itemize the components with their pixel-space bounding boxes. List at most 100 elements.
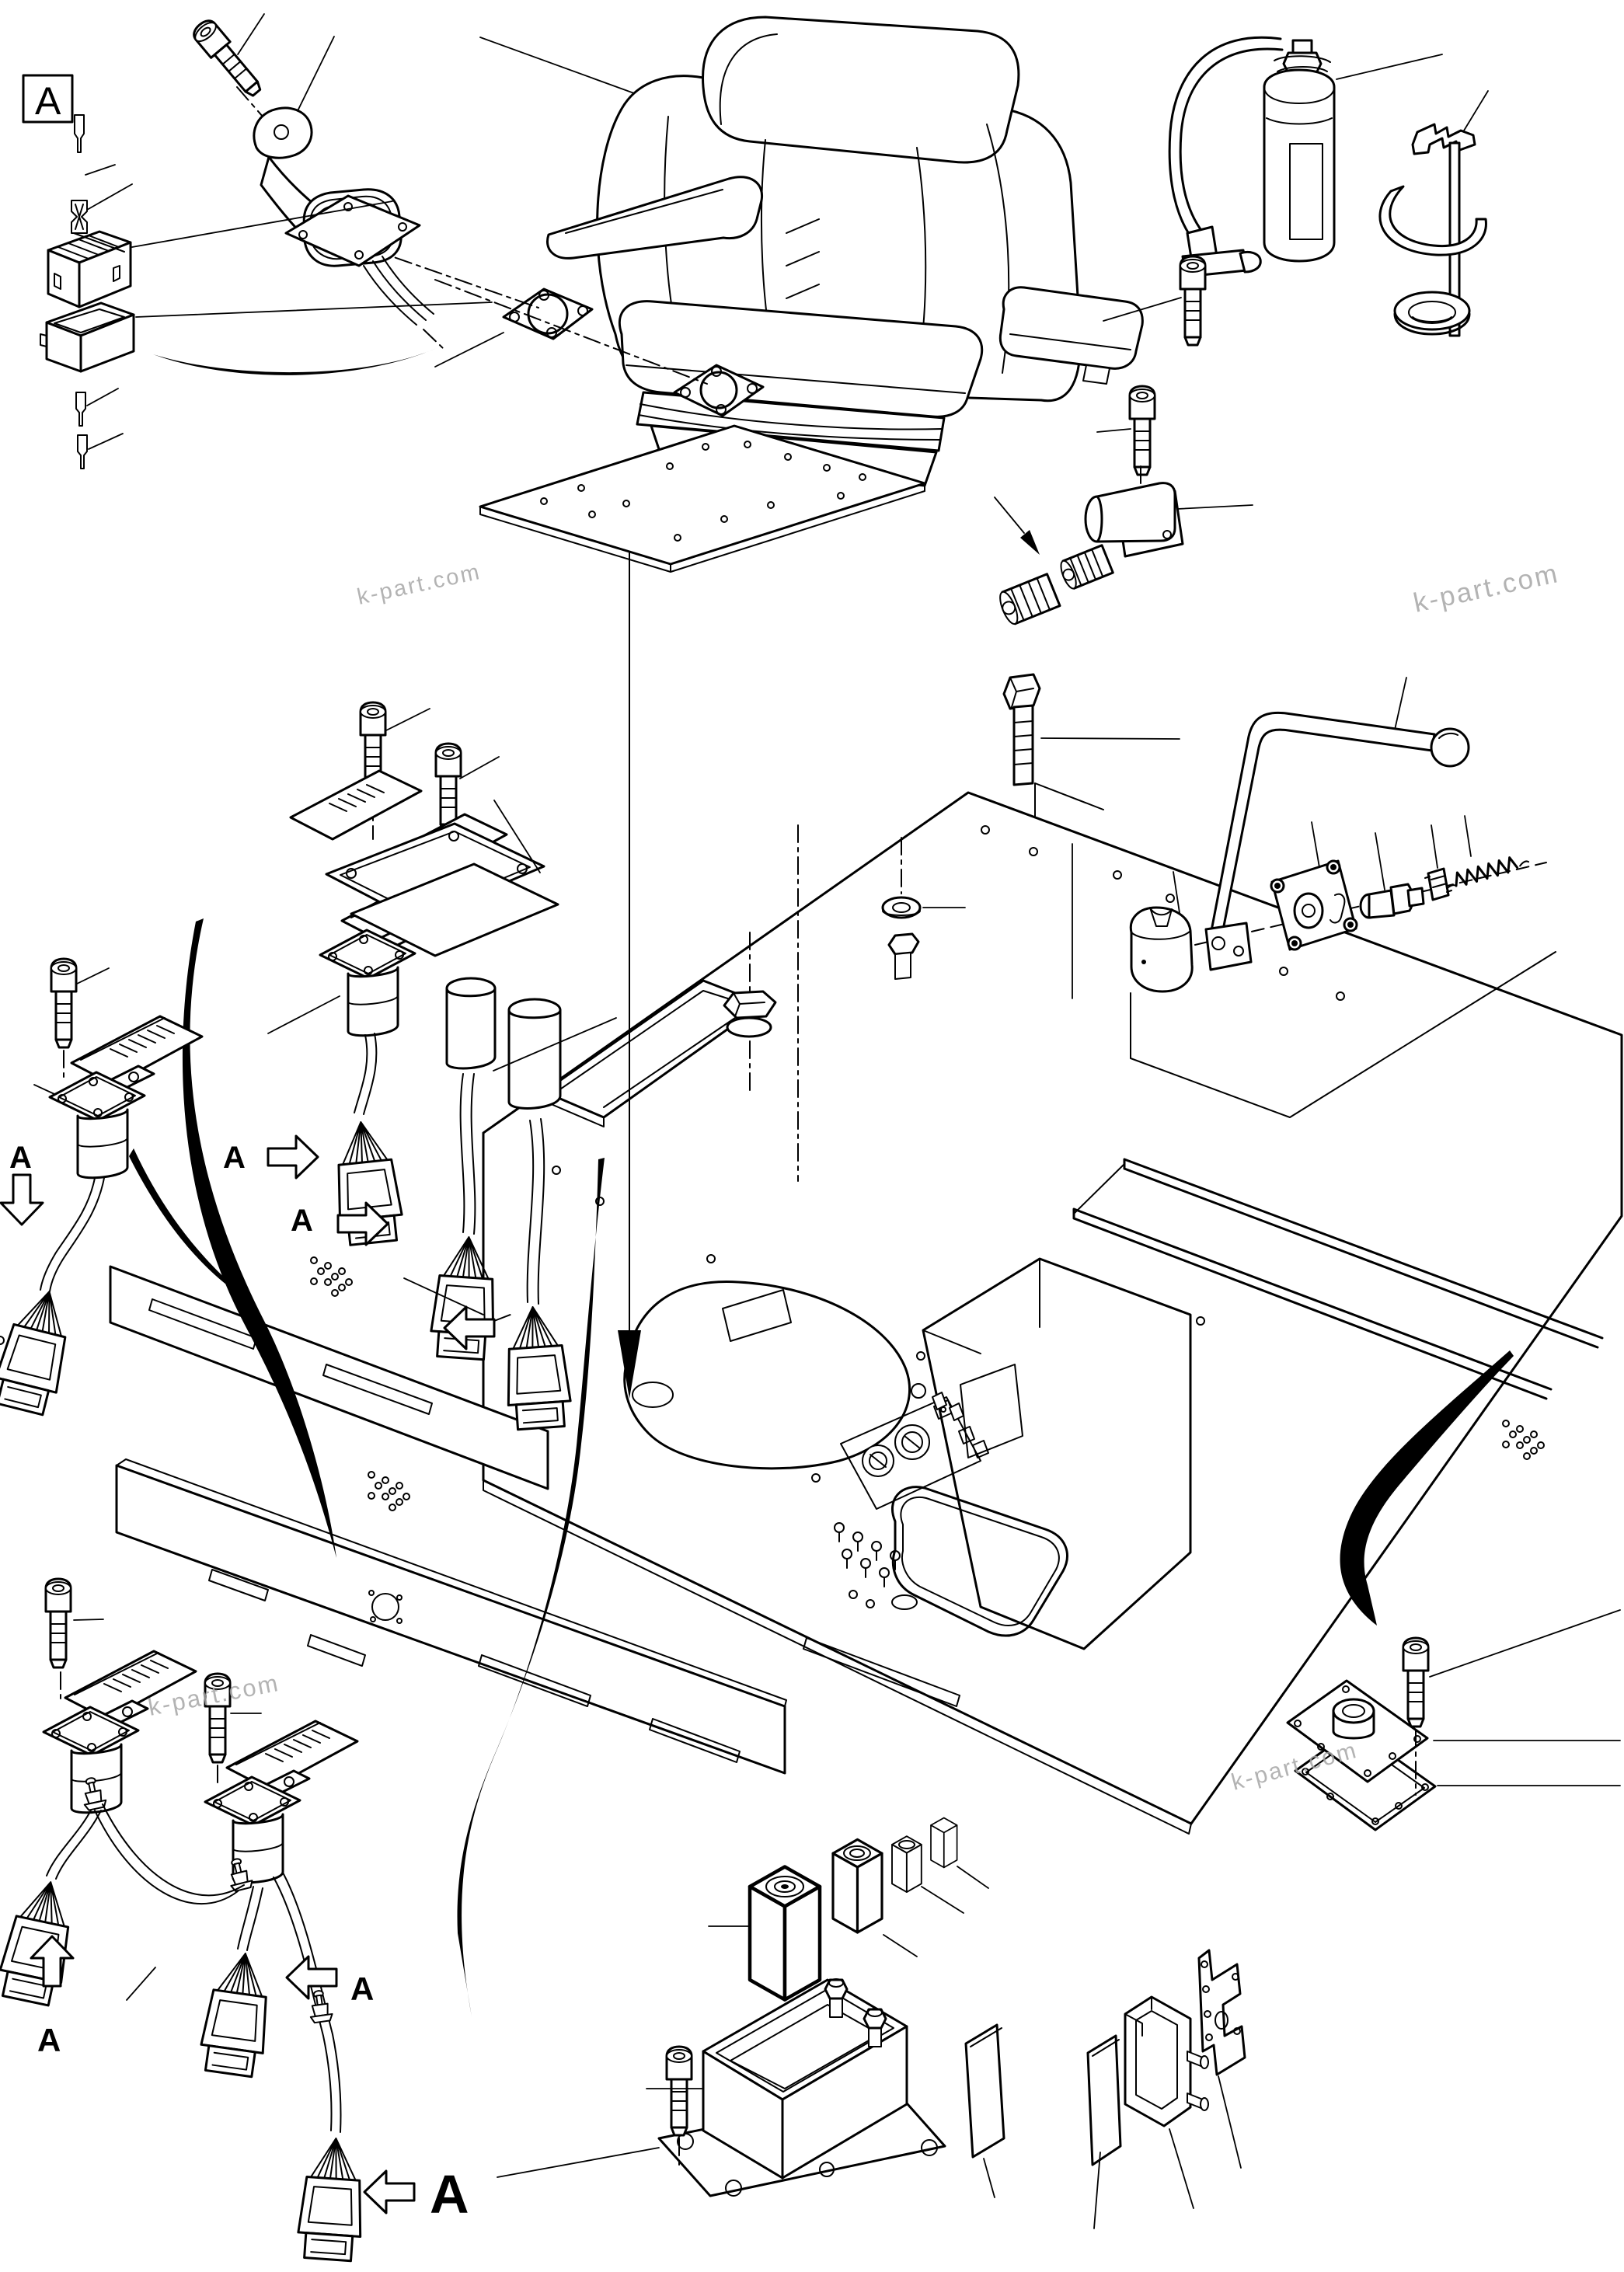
joystick-assembly xyxy=(189,13,444,349)
marker-label: A xyxy=(37,2022,61,2058)
lever-assembly xyxy=(1129,677,1556,1118)
grease-fitting xyxy=(306,1988,334,2024)
ribbed-coupler xyxy=(1060,544,1114,590)
control-console xyxy=(834,1257,1192,1650)
marker-label: A xyxy=(9,1141,32,1175)
bracket-strap xyxy=(1378,185,1487,256)
leader-lines xyxy=(403,843,1073,1315)
watermark: k-part.com xyxy=(1411,558,1562,619)
detail-marker-mid-lower: A xyxy=(291,1201,389,1246)
perforation-cluster xyxy=(368,1471,410,1511)
view-label: A xyxy=(22,74,74,124)
spring xyxy=(1446,856,1530,890)
flow-arrows xyxy=(129,348,1514,2016)
ribbed-coupler xyxy=(999,573,1061,625)
connector-shell xyxy=(40,301,135,373)
box-plug xyxy=(863,2008,887,2047)
seat-armrest-left xyxy=(546,176,764,260)
plate-fasteners xyxy=(723,837,966,1095)
marker-label: A xyxy=(430,2164,469,2225)
view-label-text: A xyxy=(35,79,61,123)
alignment-line xyxy=(364,246,539,308)
down-arrow-icon xyxy=(0,1173,44,1226)
seat-mount-opening xyxy=(623,1254,925,1483)
perforation-cluster xyxy=(310,1256,353,1297)
clamp-and-fittings xyxy=(994,255,1253,786)
holder-pin xyxy=(1187,2093,1209,2111)
contact-pin xyxy=(77,434,88,469)
marker-label: A xyxy=(350,1971,374,2007)
seat-armrest-right xyxy=(998,286,1144,370)
pedal-unit-dual xyxy=(289,701,617,1431)
junction-box xyxy=(657,1978,946,2197)
hex-bolt xyxy=(1002,673,1180,786)
harness-connector xyxy=(295,2134,368,2263)
console-keypad xyxy=(834,1522,918,1610)
bracket-base xyxy=(1393,291,1471,336)
cover-plate-group xyxy=(1286,1609,1621,1831)
shim-plate xyxy=(964,2023,1005,2198)
mount-plate xyxy=(1197,1949,1246,2169)
console-switch-panel xyxy=(840,1396,989,1510)
harness-connector xyxy=(0,1874,82,2009)
left-arrow-icon xyxy=(363,2169,416,2215)
bracket-set-bottom-right xyxy=(1086,1949,1246,2229)
install-arrow xyxy=(618,508,641,1399)
pedal-valve-cylinder xyxy=(507,998,562,1110)
socket-bolt xyxy=(1128,385,1156,476)
cover-plate xyxy=(1286,1679,1429,1783)
extinguisher-cylinder xyxy=(1263,68,1336,263)
kick-panel xyxy=(115,1458,787,1775)
joystick-base-plate xyxy=(284,194,421,267)
seat-joystick-tower-right xyxy=(673,364,765,417)
retainer-clip xyxy=(1424,867,1452,901)
lever-ball xyxy=(1430,727,1470,768)
view-label-box xyxy=(22,74,74,124)
contact-pin xyxy=(75,392,86,427)
socket-bolt xyxy=(1402,1636,1430,1728)
detail-marker-mid-upper: A xyxy=(223,1134,319,1180)
lever-pivot-fitting xyxy=(1359,883,1425,919)
watermark: k-part.com xyxy=(355,559,483,610)
socket-bolt xyxy=(1179,255,1207,347)
joystick-wires xyxy=(363,256,444,349)
lever-grip xyxy=(1129,906,1194,993)
contact-pin xyxy=(74,114,85,153)
pedal-bolt xyxy=(50,957,78,1049)
harness-connector xyxy=(197,1947,277,2079)
marker-label: A xyxy=(291,1204,313,1238)
rubber-pad xyxy=(1086,2034,1122,2229)
lever-clevis xyxy=(1204,922,1253,971)
seat-mount-plate xyxy=(479,424,926,573)
operator-seat xyxy=(434,16,1144,487)
lever-mount-plate xyxy=(1270,859,1358,951)
right-arrow-icon xyxy=(267,1134,319,1180)
connector-parts xyxy=(40,114,493,469)
perforation-cluster xyxy=(1502,1420,1545,1460)
pedal-valve-cylinder xyxy=(445,977,497,1070)
socket-bolt xyxy=(665,2045,693,2137)
control-box-group xyxy=(497,1817,1005,2198)
detail-marker-bottom-middle: A xyxy=(285,1955,374,2007)
spacer-block xyxy=(831,1838,883,1934)
seat-rails xyxy=(1072,1158,1604,1400)
extinguisher-bracket xyxy=(1378,90,1489,337)
splice-clip xyxy=(71,200,88,234)
pedal-unit-upper-left xyxy=(0,957,204,1418)
hose-clamp-bracket xyxy=(1084,482,1184,558)
harness-connector xyxy=(0,1283,81,1418)
box-plug xyxy=(824,1978,849,2018)
front-panel-left xyxy=(109,1265,549,1490)
detail-marker-left: A xyxy=(0,1141,44,1226)
spacer-block xyxy=(930,1817,958,1869)
holder-pin xyxy=(1187,2051,1209,2069)
pedal-unit-center xyxy=(267,873,474,1247)
platform-corner-lines xyxy=(1130,951,1556,1118)
marker-label: A xyxy=(223,1141,246,1175)
connector-housing xyxy=(47,230,132,308)
holder-bracket xyxy=(1124,1995,1209,2209)
detail-marker-bottom-center: A xyxy=(363,2164,469,2225)
console-top-studs xyxy=(911,1383,964,1421)
